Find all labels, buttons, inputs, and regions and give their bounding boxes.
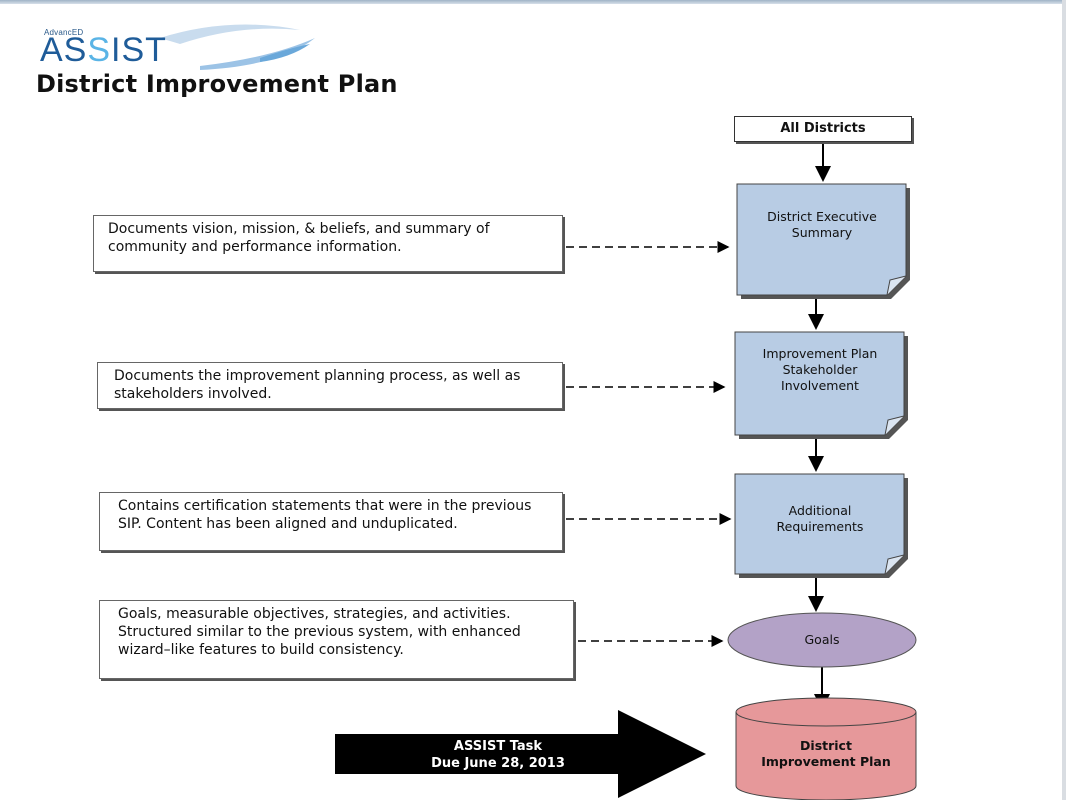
node-stakeholder-involvement: Improvement Plan Stakeholder Involvement: [762, 346, 878, 393]
cylinder-shape: [735, 697, 917, 800]
description-box-stakeholder: Documents the improvement planning proce…: [97, 362, 563, 409]
document-shape-additional: [734, 473, 908, 578]
node-goals: Goals: [804, 632, 840, 647]
task-label-line2: Due June 28, 2013: [431, 756, 565, 771]
logo-swoosh-icon: [160, 24, 315, 70]
logo-main-text: ASSIST: [40, 31, 167, 69]
document-shape-summary: [736, 183, 910, 299]
goals-ellipse: [727, 612, 917, 668]
description-box-goals: Goals, measurable objectives, strategies…: [99, 600, 574, 679]
description-box-additional: Contains certification statements that w…: [99, 492, 563, 551]
start-node-all-districts: All Districts: [734, 116, 912, 142]
top-border: [0, 0, 1066, 4]
node-additional-requirements: Additional Requirements: [776, 503, 864, 534]
node-district-executive-summary: District Executive Summary: [767, 209, 877, 240]
task-label-line1: ASSIST Task: [453, 739, 543, 754]
task-arrow-shape: [335, 710, 706, 798]
description-box-summary: Documents vision, mission, & beliefs, an…: [93, 215, 563, 272]
node-district-improvement-plan: District Improvement Plan: [761, 738, 891, 769]
page-title: District Improvement Plan: [36, 70, 398, 98]
assist-logo: AdvancED ASSIST: [40, 18, 330, 74]
document-shape-stakeholder: [734, 331, 908, 439]
task-label: ASSIST Task Due June 28, 2013: [380, 738, 616, 772]
logo-small-text: AdvancED: [44, 28, 84, 37]
right-border: [1062, 0, 1066, 800]
